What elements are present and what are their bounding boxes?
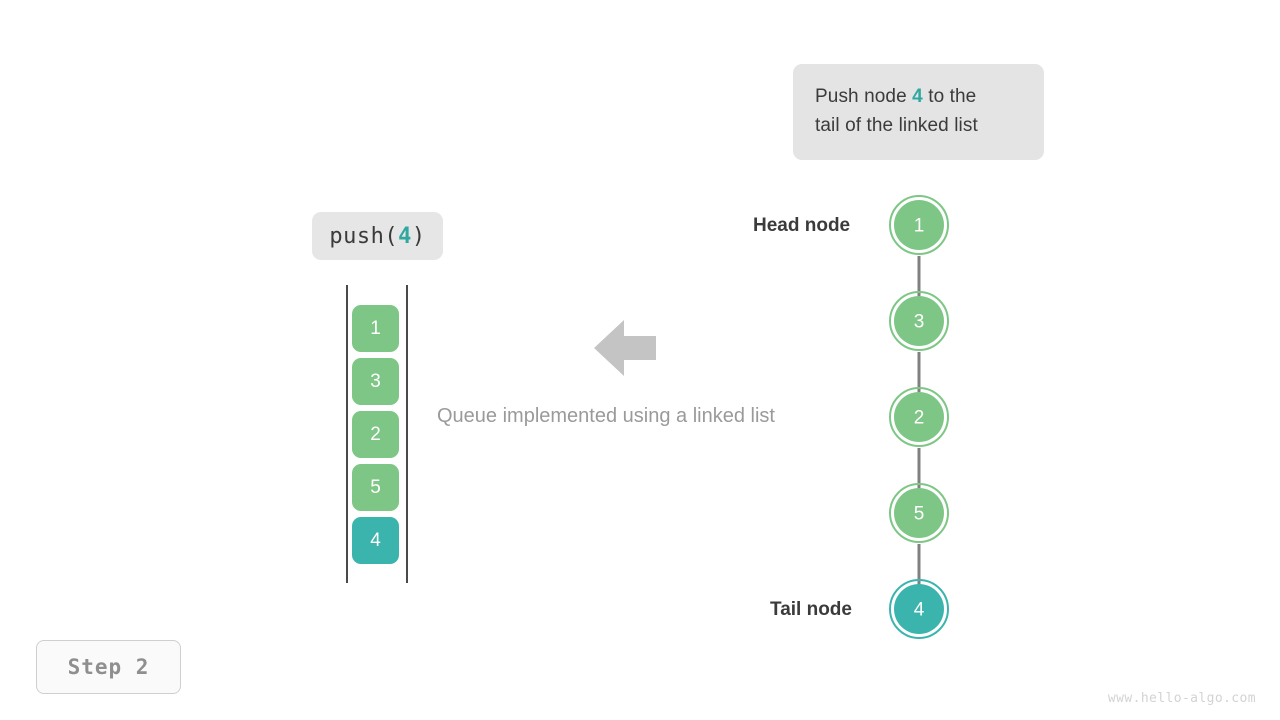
node-value: 4 [914,600,925,621]
queue-cell: 1 [352,305,399,352]
step-badge: Step 2 [36,640,181,694]
node-value: 3 [914,312,925,333]
callout-line2: tail of the linked list [815,115,978,136]
operation-callout: Push node 4 to the tail of the linked li… [793,64,1044,160]
linked-list-node: 4 [889,579,949,639]
queue-cell-value: 5 [370,476,381,498]
operation-prefix: push( [329,223,399,249]
linked-list-node: 3 [889,291,949,351]
watermark: www.hello-algo.com [1107,691,1256,706]
queue-cell-value: 2 [370,423,381,445]
operation-label: push(4) [312,212,443,260]
linked-list-node: 1 [889,195,949,255]
diagram-caption: Queue implemented using a linked list [437,405,775,427]
queue-cell-value: 3 [370,370,381,392]
queue-cell-value: 1 [370,317,381,339]
operation-value: 4 [398,223,412,249]
queue-cell: 5 [352,464,399,511]
queue-cell: 4 [352,517,399,564]
queue-cell: 2 [352,411,399,458]
linked-list-node: 5 [889,483,949,543]
linked-list-graphic: 1 3 2 5 4 [889,195,949,639]
queue-column-rail-right [406,285,408,583]
callout-line1-before: Push node [815,86,913,107]
head-node-label: Head node [753,215,851,236]
left-block-arrow-icon [594,320,656,376]
node-value: 2 [914,408,925,429]
callout-line1-after: to the [922,86,977,107]
linked-list-node: 2 [889,387,949,447]
queue-column-cells: 1 3 2 5 4 [352,305,399,570]
node-value: 5 [914,504,925,525]
queue-column-rail-left [346,285,348,583]
node-value: 1 [914,216,925,237]
callout-highlight-value: 4 [912,86,923,107]
operation-suffix: ) [411,223,426,249]
tail-node-label: Tail node [770,599,852,620]
queue-cell: 3 [352,358,399,405]
queue-cell-value: 4 [370,529,381,551]
